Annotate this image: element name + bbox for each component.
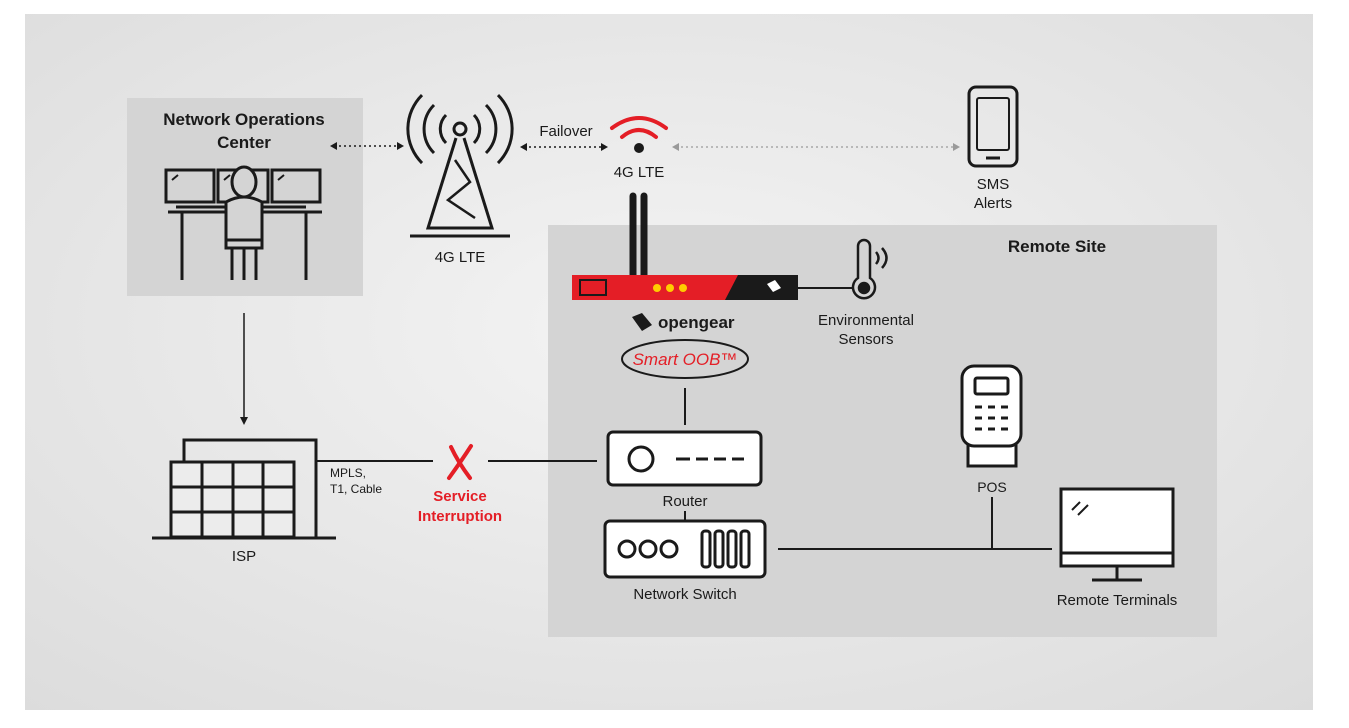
sensors-label-line1: Environmental: [818, 312, 914, 329]
noc-title-line1: Network Operations: [163, 110, 325, 129]
opengear-device: [572, 192, 798, 300]
failover-label: Failover: [539, 123, 592, 140]
failover-link: [520, 143, 608, 151]
tower-label: 4G LTE: [435, 249, 486, 266]
operator-desk-icon: [164, 165, 322, 280]
outage-label-line1: Service: [433, 488, 486, 505]
monitor-icon: [1059, 487, 1175, 582]
noc-isp-link: [240, 313, 248, 425]
isp-label: ISP: [232, 548, 256, 565]
smartphone-icon: [967, 85, 1019, 168]
x-mark-icon: [447, 444, 473, 480]
sms-label-line1: SMS: [977, 176, 1010, 193]
smart-oob-label: Smart OOB™: [633, 350, 738, 369]
wan-label-line1: MPLS,: [330, 466, 366, 480]
pos-terminal-icon: [960, 364, 1023, 468]
noc-panel: Network Operations Center: [127, 98, 363, 296]
cell-tower-icon: [406, 93, 514, 238]
wireless-signal-icon: [610, 116, 668, 153]
pos-label: POS: [977, 479, 1007, 495]
building-icon: [152, 438, 336, 540]
network-switch-icon: [603, 519, 767, 579]
noc-title-line2: Center: [217, 133, 271, 152]
wan-label-line2: T1, Cable: [330, 482, 382, 496]
noc-tower-link: [330, 142, 404, 150]
sensors-label-line2: Sensors: [838, 331, 893, 348]
sms-label-line2: Alerts: [974, 195, 1012, 212]
outage-label-line2: Interruption: [418, 508, 502, 525]
sms-link: [672, 143, 960, 151]
thermometer-icon: [851, 238, 888, 300]
smart-oob-badge: [621, 339, 749, 379]
opengear-brand: opengear: [658, 313, 735, 332]
router-label: Router: [662, 493, 707, 510]
opengear-logo: opengear: [632, 313, 735, 332]
wifi-label: 4G LTE: [614, 164, 665, 181]
remote-site-title: Remote Site: [1008, 237, 1106, 256]
router-icon: [606, 430, 763, 487]
switch-label: Network Switch: [633, 586, 736, 603]
terminals-label: Remote Terminals: [1057, 592, 1178, 609]
